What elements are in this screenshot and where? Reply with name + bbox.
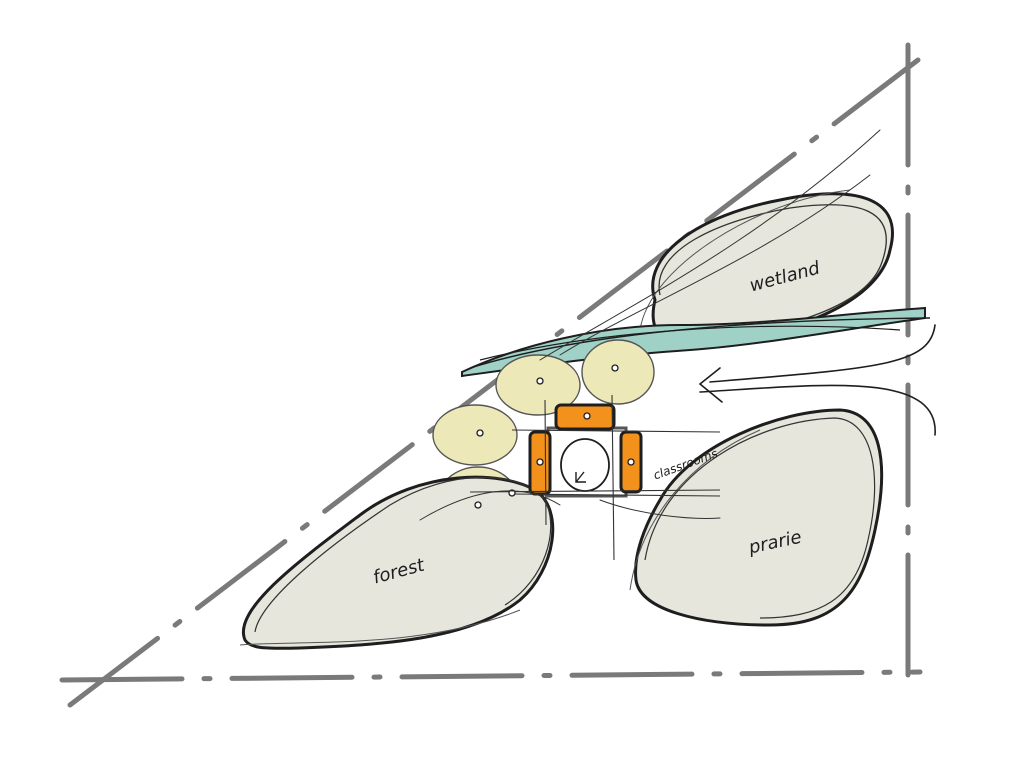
forest-blob — [241, 475, 555, 650]
boundary-diagonal — [67, 57, 921, 708]
prairie-zone: prarie — [629, 408, 884, 627]
connection-dots — [474, 364, 635, 509]
sketch-strokes — [419, 129, 881, 521]
courtyard — [560, 438, 610, 492]
forest-sketch-line-2 — [239, 609, 521, 646]
prairie-sketch-line — [644, 417, 876, 619]
pod-3 — [432, 404, 518, 466]
pod-1 — [495, 354, 581, 416]
boundary-bottom — [59, 669, 923, 683]
arrow-head — [698, 367, 723, 403]
site-boundary — [59, 42, 923, 708]
wetland-sketch-line — [658, 204, 887, 339]
courtyard-entry-mark — [575, 471, 586, 483]
pod-2 — [581, 339, 655, 405]
arrow-return — [699, 384, 936, 436]
forest-sketch-line — [254, 476, 552, 633]
stream-line-2 — [479, 325, 901, 361]
water-stream — [461, 306, 931, 378]
arrow-shaft — [709, 324, 936, 383]
access-arrow — [698, 324, 936, 436]
prairie-blob — [634, 408, 884, 627]
wetland-sketch-line-2 — [639, 189, 851, 331]
forest-zone: forest — [239, 475, 555, 650]
